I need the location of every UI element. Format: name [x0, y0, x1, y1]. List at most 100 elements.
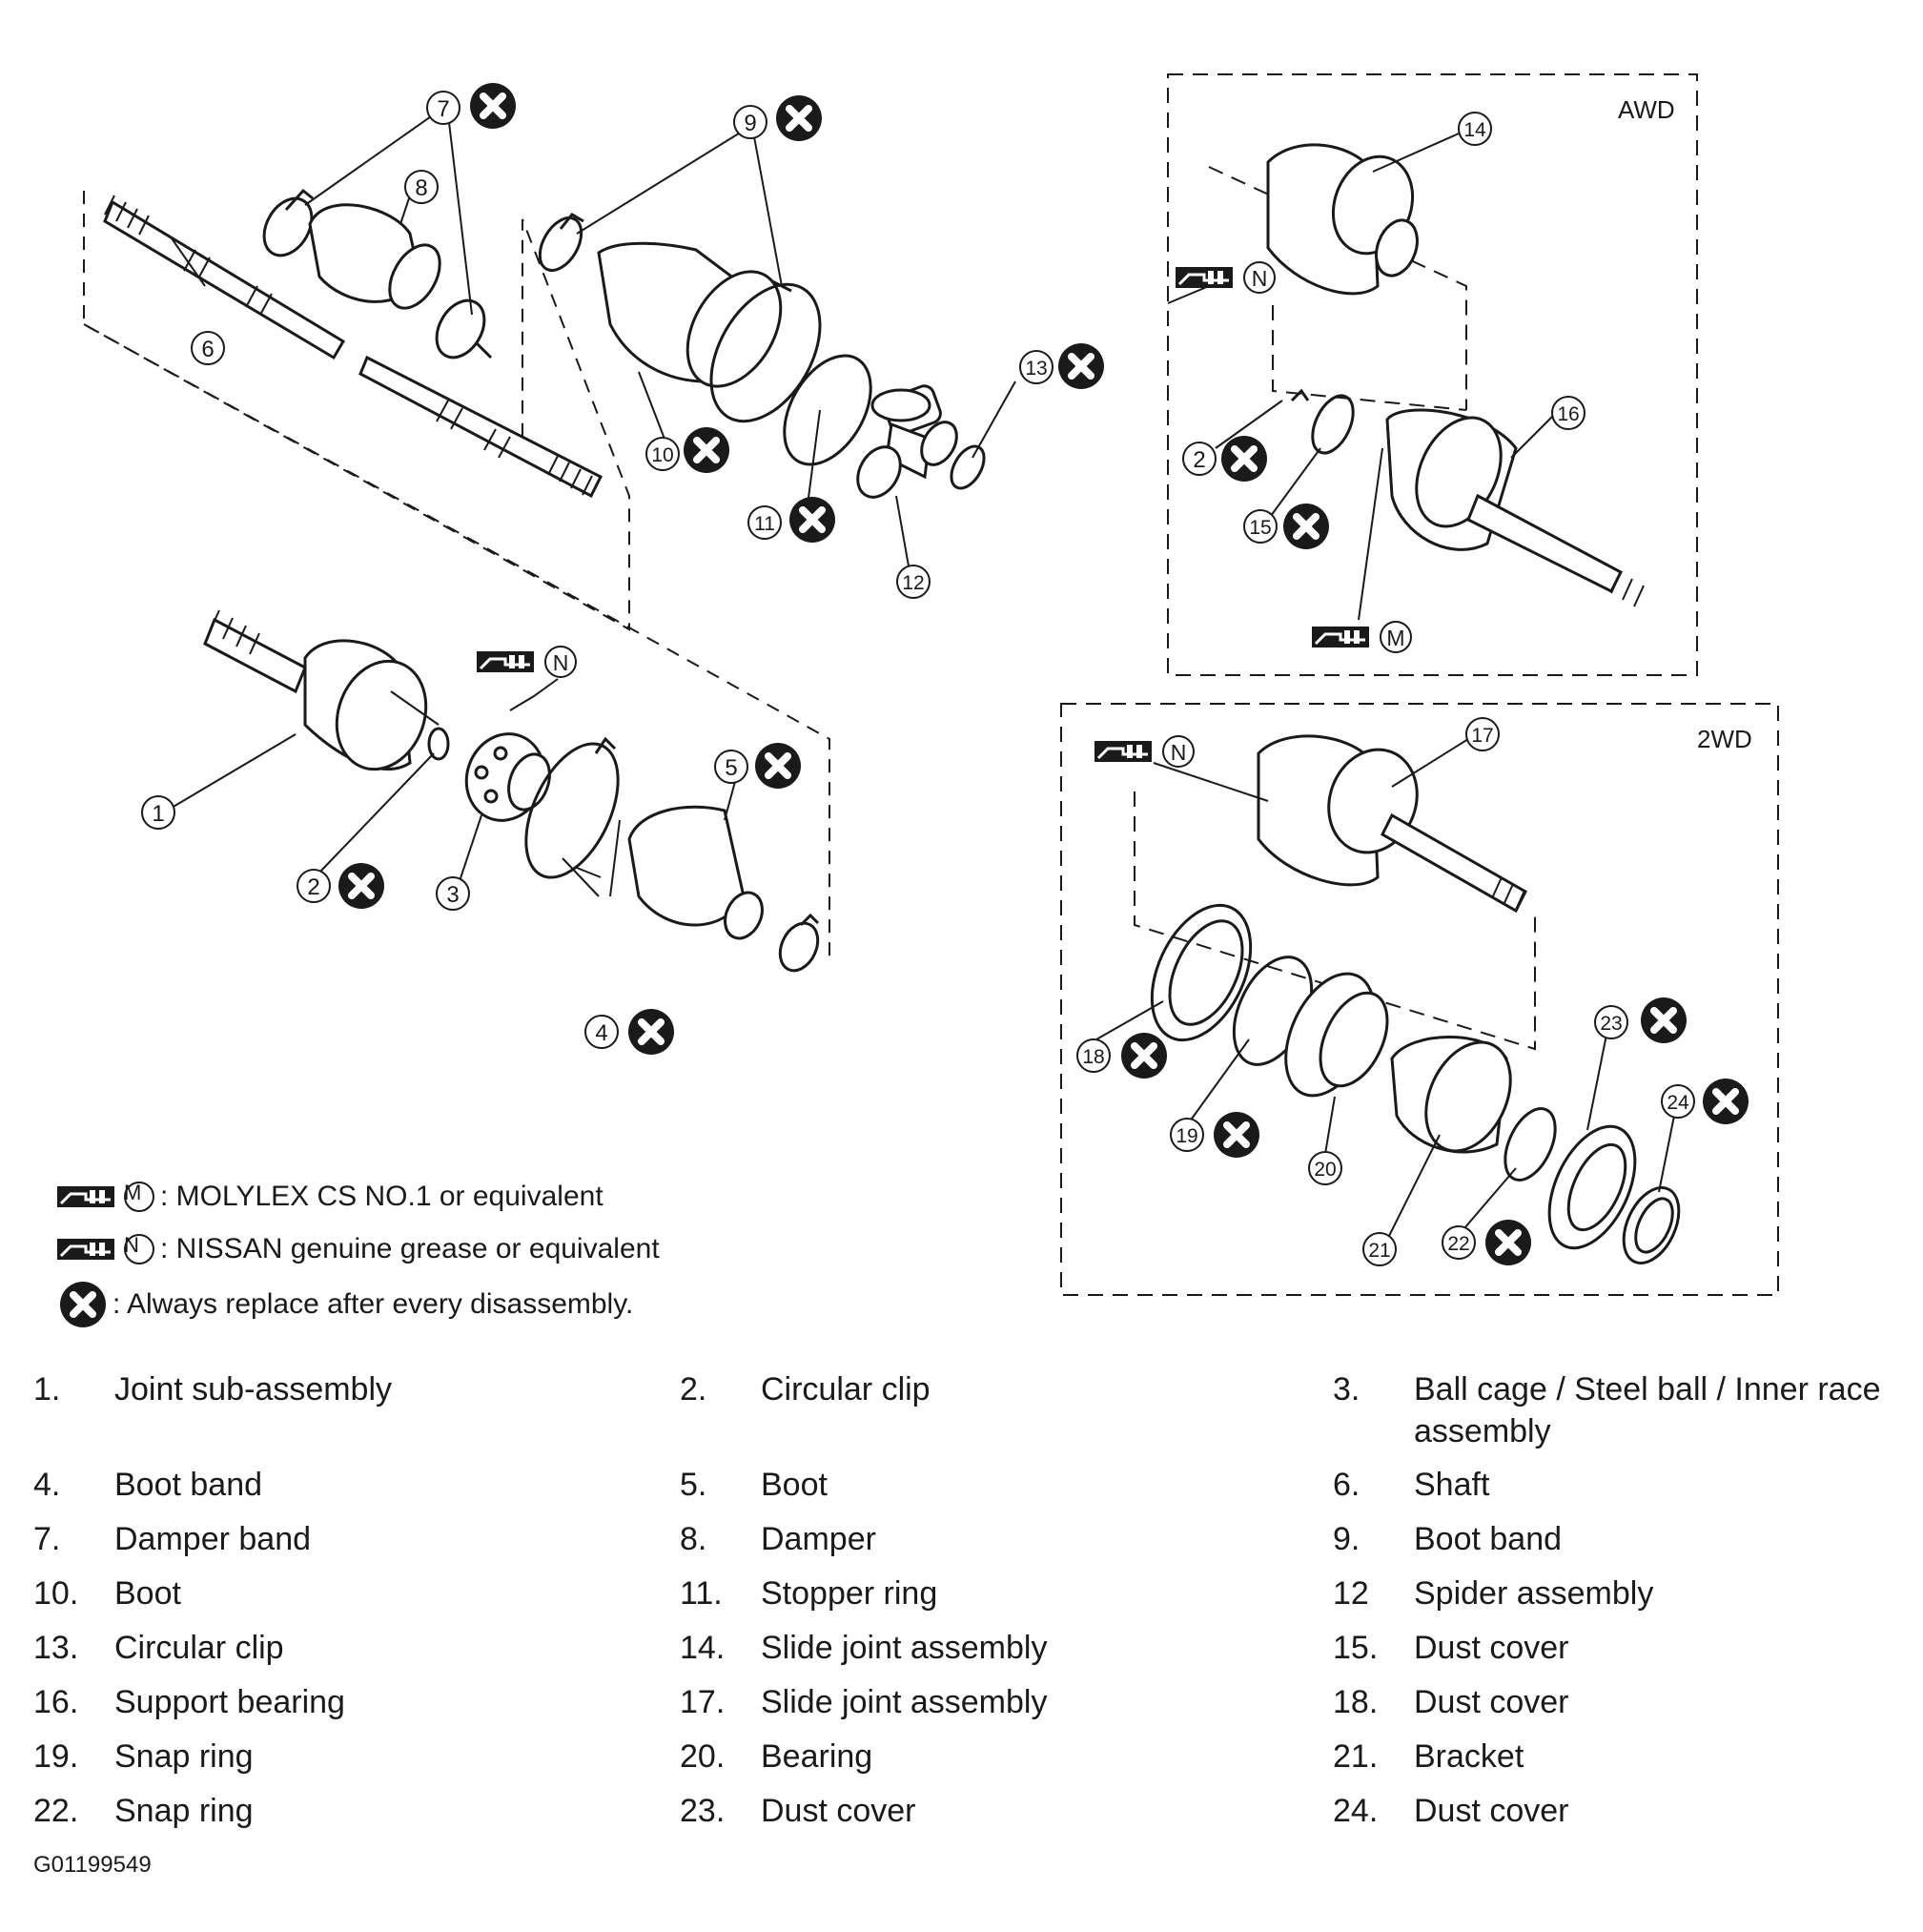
part-item: 10.Boot [33, 1575, 181, 1612]
callout-22: 22 [1442, 1225, 1476, 1260]
svg-text:22: 22 [1447, 1233, 1469, 1255]
callout-21: 21 [1362, 1232, 1397, 1266]
callout-2: 2 [297, 869, 331, 903]
snap-ring-22-part [1504, 1107, 1557, 1182]
part-item: 3.Ball cage / Steel ball / Inner race as… [1333, 1371, 1881, 1449]
replace-icon-24 [1703, 1079, 1749, 1124]
svg-text:23: 23 [1600, 1013, 1622, 1035]
part-item: 13.Circular clip [33, 1630, 284, 1666]
callout-5: 5 [714, 750, 748, 784]
grease-symbols: N N M N [475, 261, 1412, 768]
part-item: 16.Support bearing [33, 1684, 345, 1720]
callout-13: 13 [1019, 350, 1054, 384]
svg-text:1: 1 [152, 801, 164, 827]
legend-text-molylex: : MOLYLEX CS NO.1 or equivalent [160, 1181, 603, 1212]
awd-label: AWD [1618, 95, 1675, 124]
replace-icon-19 [1214, 1112, 1259, 1158]
svg-text:16: 16 [1557, 403, 1579, 425]
replace-icon-9 [776, 95, 822, 141]
grease-gun-icon [1310, 625, 1371, 649]
svg-text:12: 12 [902, 572, 924, 594]
grease-gun-icon [57, 1182, 154, 1212]
svg-text:13: 13 [1025, 358, 1047, 380]
bracket-21-part [1390, 1036, 1512, 1154]
svg-text:N: N [553, 650, 569, 675]
dashed-group-shaft [83, 191, 830, 963]
replace-icon-13 [1058, 343, 1104, 389]
svg-text:2: 2 [307, 874, 319, 900]
svg-text:5: 5 [725, 755, 737, 781]
slide-joint-17-part [1257, 734, 1527, 914]
svg-text:19: 19 [1176, 1125, 1197, 1147]
svg-text:20: 20 [1314, 1159, 1336, 1181]
boot-10-part [538, 213, 872, 466]
legend-replace: : Always replace after every disassembly… [57, 1281, 633, 1328]
svg-text:4: 4 [595, 1020, 607, 1046]
part-item: 7.Damper band [33, 1521, 312, 1557]
replace-icon-7 [470, 83, 516, 129]
callout-19: 19 [1170, 1118, 1204, 1152]
part-item: 4.Boot band [33, 1467, 263, 1503]
replace-icon-22 [1485, 1220, 1531, 1265]
grease-gun-icon [1174, 265, 1235, 290]
grease-n-joint: N [475, 646, 577, 678]
replace-icon-23 [1641, 997, 1687, 1043]
part-item: 2.Circular clip [680, 1371, 931, 1408]
part-item: 1.Joint sub-assembly [33, 1371, 393, 1408]
grease-gun-icon [57, 1234, 154, 1264]
part-item: 20.Bearing [680, 1738, 873, 1775]
awd-frame [1167, 73, 1698, 676]
svg-text:18: 18 [1082, 1046, 1104, 1068]
callout-3: 3 [436, 876, 470, 911]
svg-text:7: 7 [437, 96, 449, 122]
callout-17: 17 [1465, 717, 1500, 751]
replace-icon-4 [628, 1009, 674, 1055]
replace-icon-2 [338, 863, 384, 909]
legend-text-replace: : Always replace after every disassembly… [113, 1288, 634, 1320]
callout-10: 10 [645, 437, 680, 471]
svg-text:17: 17 [1471, 725, 1493, 747]
callout-7: 7 [426, 91, 460, 125]
svg-text:M: M [1386, 626, 1404, 650]
part-item: 18.Dust cover [1333, 1684, 1569, 1720]
svg-text:10: 10 [651, 444, 673, 466]
ball-cage-part [464, 732, 551, 822]
svg-text:3: 3 [446, 882, 459, 908]
legend-nissan: N : NISSAN genuine grease or equivalent [57, 1225, 660, 1273]
part-item: 14.Slide joint assembly [680, 1630, 1048, 1666]
2wd-label: 2WD [1697, 725, 1752, 753]
callout-24: 24 [1661, 1084, 1695, 1119]
callout-14: 14 [1458, 112, 1492, 146]
callout-15: 15 [1243, 509, 1278, 544]
figure-id: G01199549 [33, 1852, 152, 1878]
part-item: 11.Stopper ring [680, 1575, 938, 1612]
grease-n-awd: N [1174, 261, 1276, 294]
part-item: 21.Bracket [1333, 1738, 1524, 1775]
callout-1: 1 [141, 795, 175, 830]
dust-cover-15-part [1290, 388, 1355, 455]
svg-text:8: 8 [415, 175, 427, 201]
svg-text:24: 24 [1667, 1092, 1689, 1114]
part-item: 19.Snap ring [33, 1738, 254, 1775]
part-item: 15.Dust cover [1333, 1630, 1569, 1666]
part-item: 6.Shaft [1333, 1467, 1490, 1503]
svg-text:N: N [1252, 266, 1268, 291]
part-item: 8.Damper [680, 1521, 876, 1557]
svg-text:6: 6 [201, 337, 214, 362]
dust-cover-18-part [1150, 903, 1253, 1042]
grease-m-awd: M [1310, 621, 1412, 653]
replace-icon-2-awd [1221, 436, 1267, 482]
exploded-view-diagram: 1 2 3 4 5 6 7 8 9 10 11 12 13 14 2 15 16… [83, 73, 1779, 1296]
replace-icon [57, 1279, 109, 1330]
callout-2-awd: 2 [1182, 442, 1217, 476]
callout-12: 12 [896, 565, 931, 599]
replace-icon-18 [1121, 1033, 1167, 1079]
part-item: 24.Dust cover [1333, 1793, 1569, 1829]
damper-assembly [262, 188, 493, 360]
shaft-part [103, 195, 603, 499]
callout-16: 16 [1551, 396, 1585, 430]
svg-text:21: 21 [1368, 1240, 1390, 1262]
part-item: 22.Snap ring [33, 1793, 254, 1829]
svg-text:14: 14 [1463, 119, 1486, 141]
